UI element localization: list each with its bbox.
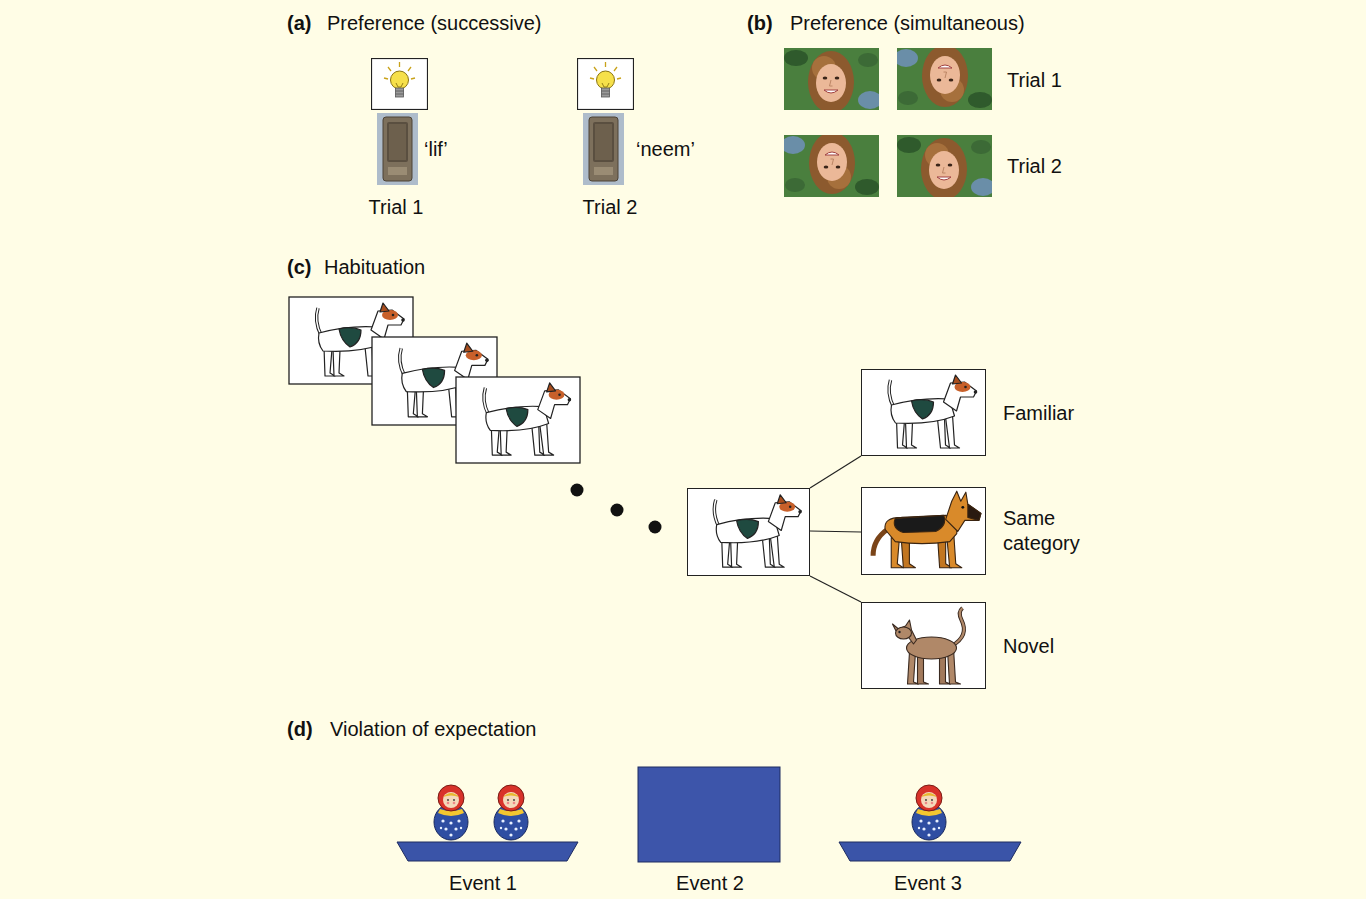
trial-label: Trial 1 bbox=[1007, 68, 1062, 92]
face-photo bbox=[781, 45, 995, 200]
face-photo bbox=[781, 132, 879, 197]
condition-label: Same category bbox=[1003, 506, 1115, 556]
test-stimulus bbox=[861, 487, 986, 575]
trial-label: Trial 2 bbox=[583, 195, 638, 219]
event-label: Event 1 bbox=[449, 871, 517, 895]
branch-line bbox=[810, 531, 861, 532]
panel-title: Habituation bbox=[324, 255, 425, 279]
event-scene bbox=[494, 785, 528, 840]
face-photo bbox=[894, 45, 992, 110]
test-stimulus bbox=[714, 495, 802, 567]
panel-title: Preference (successive) bbox=[327, 11, 542, 35]
event-label: Event 3 bbox=[894, 871, 962, 895]
picture-box: Familiar bbox=[861, 369, 986, 456]
picture-box: Novel bbox=[861, 602, 986, 689]
lightbulb-icon bbox=[372, 59, 634, 110]
speaker-icon bbox=[583, 113, 624, 185]
word-label: ‘lif’ bbox=[424, 137, 448, 161]
face-photo bbox=[894, 45, 992, 110]
habituation-stimulus bbox=[484, 383, 571, 455]
speaker-icon bbox=[377, 113, 624, 185]
picture-box bbox=[687, 488, 810, 576]
panel-letter: (c) bbox=[287, 255, 311, 279]
test-stimulus bbox=[861, 369, 986, 456]
event-scene bbox=[912, 785, 946, 840]
picture-box: Same category bbox=[861, 487, 986, 575]
trial-label: Trial 1 bbox=[369, 195, 424, 219]
face-photo bbox=[897, 135, 995, 200]
face-photo bbox=[784, 48, 882, 113]
condition-label: Familiar bbox=[1003, 400, 1115, 425]
branch-line bbox=[810, 576, 861, 602]
ellipsis-dots bbox=[571, 484, 662, 534]
event-scene bbox=[397, 842, 578, 861]
lightbulb-icon bbox=[578, 59, 634, 110]
test-stimulus bbox=[687, 369, 986, 689]
test-stimulus bbox=[861, 602, 986, 689]
panel-letter: (d) bbox=[287, 717, 313, 741]
trial-label: Trial 2 bbox=[1007, 154, 1062, 178]
panel-letter: (b) bbox=[747, 11, 773, 35]
habituation-stimulus bbox=[456, 377, 580, 463]
event-scene bbox=[397, 767, 1021, 862]
test-stimulus bbox=[687, 488, 810, 576]
test-stimulus bbox=[893, 608, 964, 684]
speaker-icon bbox=[377, 113, 418, 185]
test-stimulus bbox=[873, 491, 981, 568]
event-scene bbox=[638, 767, 780, 862]
word-label: ‘neem’ bbox=[636, 137, 695, 161]
condition-label: Novel bbox=[1003, 633, 1115, 658]
face-photo bbox=[781, 132, 879, 197]
panel-title: Violation of expectation bbox=[330, 717, 536, 741]
ellipsis-dots bbox=[571, 484, 584, 497]
ellipsis-dots bbox=[649, 521, 662, 534]
event-label: Event 2 bbox=[676, 871, 744, 895]
panel-title: Preference (simultaneous) bbox=[790, 11, 1025, 35]
event-scene bbox=[434, 785, 468, 840]
habituation-stimulus bbox=[289, 297, 580, 463]
ellipsis-dots bbox=[611, 504, 624, 517]
event-scene bbox=[839, 842, 1021, 861]
test-stimulus bbox=[889, 375, 977, 448]
lightbulb-icon bbox=[372, 59, 428, 110]
branch-line bbox=[810, 456, 861, 488]
panel-letter: (a) bbox=[287, 11, 311, 35]
